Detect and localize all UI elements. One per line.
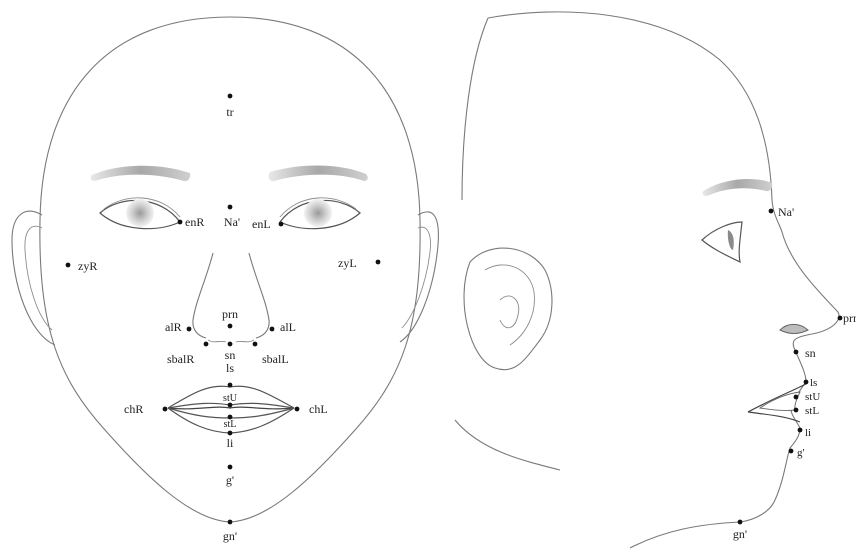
profile-ear bbox=[464, 248, 552, 370]
dot-enR bbox=[178, 220, 183, 225]
dot-li-side bbox=[798, 428, 803, 433]
dot-sn-side bbox=[794, 350, 799, 355]
dot-sn-front bbox=[228, 342, 233, 347]
dot-prn bbox=[228, 324, 233, 329]
lip-line bbox=[168, 407, 294, 409]
label-na-front: Na' bbox=[224, 215, 240, 229]
label-tr: tr bbox=[226, 105, 233, 119]
nostril-right bbox=[208, 340, 226, 342]
dot-gn-front bbox=[228, 520, 233, 525]
label-enL: enL bbox=[252, 217, 271, 231]
right-iris bbox=[126, 199, 154, 227]
nose-left-side bbox=[249, 253, 269, 338]
dot-tr bbox=[228, 94, 233, 99]
dot-stL-side bbox=[794, 408, 799, 413]
dot-alR bbox=[187, 327, 192, 332]
label-stL-front: stL bbox=[224, 419, 237, 430]
left-iris bbox=[304, 199, 332, 227]
dot-sbalL bbox=[253, 342, 258, 347]
profile-back-of-head bbox=[462, 18, 488, 200]
label-enR: enR bbox=[185, 215, 204, 229]
label-sbalR: sbalR bbox=[167, 352, 194, 366]
dot-sbalR bbox=[204, 342, 209, 347]
profile-ear-canal bbox=[500, 296, 519, 328]
label-chR: chR bbox=[124, 402, 143, 416]
label-stL-side: stL bbox=[805, 405, 819, 417]
label-li-front: li bbox=[227, 436, 234, 450]
label-stU-side: stU bbox=[805, 391, 820, 403]
label-li-side: li bbox=[805, 427, 811, 439]
left-ear-inner bbox=[402, 227, 431, 328]
label-gn-side: gn' bbox=[733, 527, 747, 541]
dot-g-front bbox=[228, 465, 233, 470]
dot-zyL bbox=[376, 260, 381, 265]
profile-outline bbox=[488, 12, 839, 548]
label-stU-front: stU bbox=[223, 393, 238, 404]
landmark-dots bbox=[66, 94, 843, 525]
left-eyebrow bbox=[269, 165, 368, 181]
dot-ls-side bbox=[804, 380, 809, 385]
dot-enL bbox=[279, 222, 284, 227]
dot-chR bbox=[163, 407, 168, 412]
dot-na-front bbox=[228, 205, 233, 210]
label-sbalL: sbalL bbox=[262, 352, 289, 366]
dot-zyR bbox=[66, 263, 71, 268]
label-alR: alR bbox=[165, 320, 182, 334]
profile-ear-inner bbox=[485, 265, 534, 345]
profile-lip-fill bbox=[760, 392, 800, 410]
profile-eye bbox=[702, 222, 742, 262]
label-sn-side: sn bbox=[805, 346, 816, 360]
label-gn-front: gn' bbox=[223, 529, 237, 543]
right-eyebrow bbox=[91, 166, 190, 181]
dot-gn-side bbox=[738, 520, 743, 525]
label-chL: chL bbox=[309, 402, 328, 416]
label-ls-front: ls bbox=[226, 361, 234, 375]
label-zyR: zyR bbox=[78, 259, 97, 273]
dot-g-side bbox=[789, 449, 794, 454]
right-ear-inner bbox=[25, 226, 52, 330]
dot-stU-side bbox=[794, 395, 799, 400]
label-g-front: g' bbox=[226, 473, 234, 487]
nose-right-side bbox=[193, 253, 213, 338]
label-g-side: g' bbox=[797, 447, 805, 459]
frontal-face bbox=[12, 17, 438, 522]
label-alL: alL bbox=[280, 320, 296, 334]
dot-ls-front bbox=[228, 383, 233, 388]
profile-eyebrow bbox=[703, 179, 773, 196]
label-zyL: zyL bbox=[338, 256, 357, 270]
label-prn-side: prn bbox=[843, 311, 856, 325]
dot-li-front bbox=[228, 431, 233, 436]
label-na-side: Na' bbox=[778, 205, 794, 219]
dot-prn-side bbox=[838, 316, 843, 321]
label-prn: prn bbox=[222, 307, 238, 321]
dot-na-side bbox=[769, 209, 774, 214]
profile-nostril bbox=[780, 324, 808, 333]
profile-face bbox=[455, 12, 839, 548]
profile-neck bbox=[455, 420, 560, 470]
left-ear bbox=[400, 212, 438, 342]
label-ls-side: ls bbox=[810, 377, 817, 389]
dot-chL bbox=[295, 407, 300, 412]
nostril-left bbox=[236, 340, 254, 342]
label-sn-front: sn bbox=[225, 348, 236, 362]
dot-alL bbox=[270, 327, 275, 332]
